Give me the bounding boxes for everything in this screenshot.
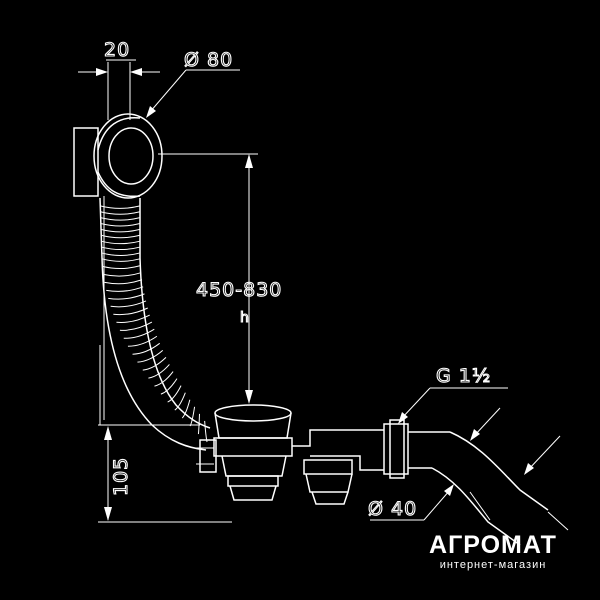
dimension-105 xyxy=(98,345,232,523)
hose-ring xyxy=(108,293,145,300)
hose-ring xyxy=(100,217,141,221)
hose-ring xyxy=(127,335,158,347)
hose-ring xyxy=(116,314,150,323)
label-overflow-width: 20 xyxy=(104,39,130,61)
hose-ring xyxy=(160,378,178,395)
hose-ring xyxy=(100,205,141,209)
outlet-pipe xyxy=(292,419,549,546)
hose-ring xyxy=(101,246,141,251)
label-thread: G 1½ xyxy=(436,365,491,387)
hose-ring xyxy=(100,228,141,233)
hose-ring xyxy=(110,300,147,308)
dimension-d80 xyxy=(146,69,240,118)
hose-ring xyxy=(142,357,167,371)
label-overflow-diameter: Ø 80 xyxy=(184,49,233,71)
hose-ring xyxy=(123,328,155,339)
brand-subtitle: интернет-магазин xyxy=(439,559,547,571)
dimension-height xyxy=(158,153,258,404)
hose-ring xyxy=(101,240,141,245)
hose-ring xyxy=(101,252,141,256)
hose-ring xyxy=(100,234,141,239)
label-height-sub: h xyxy=(240,310,250,326)
hose-ring xyxy=(132,342,161,355)
hose-ring xyxy=(204,420,208,443)
hose-ring xyxy=(103,272,142,277)
pipe-diameter-arrows xyxy=(469,407,569,531)
overflow-fitting xyxy=(73,113,163,199)
label-drain-diameter: Ø 40 xyxy=(368,498,417,520)
hose-ring xyxy=(181,399,191,419)
hose-ring xyxy=(167,385,182,403)
dimension-20 xyxy=(78,59,160,120)
hose-ring xyxy=(148,364,170,379)
dimension-d40 xyxy=(370,484,454,521)
hose-ring xyxy=(154,371,174,387)
hose-ring xyxy=(102,265,141,270)
hose-ring xyxy=(113,307,148,316)
hose-ring xyxy=(137,349,164,363)
brand-watermark: АГРОМАТ интернет-магазин xyxy=(418,532,568,572)
flexible-hose xyxy=(99,197,211,451)
hose-ring xyxy=(174,392,186,411)
dimension-thread xyxy=(398,387,508,424)
hose-ring xyxy=(100,211,141,215)
hose-ring xyxy=(189,406,196,427)
drain-body xyxy=(196,404,293,501)
hose-ring xyxy=(101,258,141,262)
hose-ring xyxy=(106,286,144,292)
hose-ring xyxy=(119,321,153,331)
label-height-range: 450-830 xyxy=(196,279,282,301)
brand-name: АГРОМАТ xyxy=(429,531,557,559)
hose-ring xyxy=(104,279,143,285)
hose-ring xyxy=(197,413,200,435)
hose-ring xyxy=(100,223,141,227)
label-bottom-height: 105 xyxy=(110,457,132,496)
